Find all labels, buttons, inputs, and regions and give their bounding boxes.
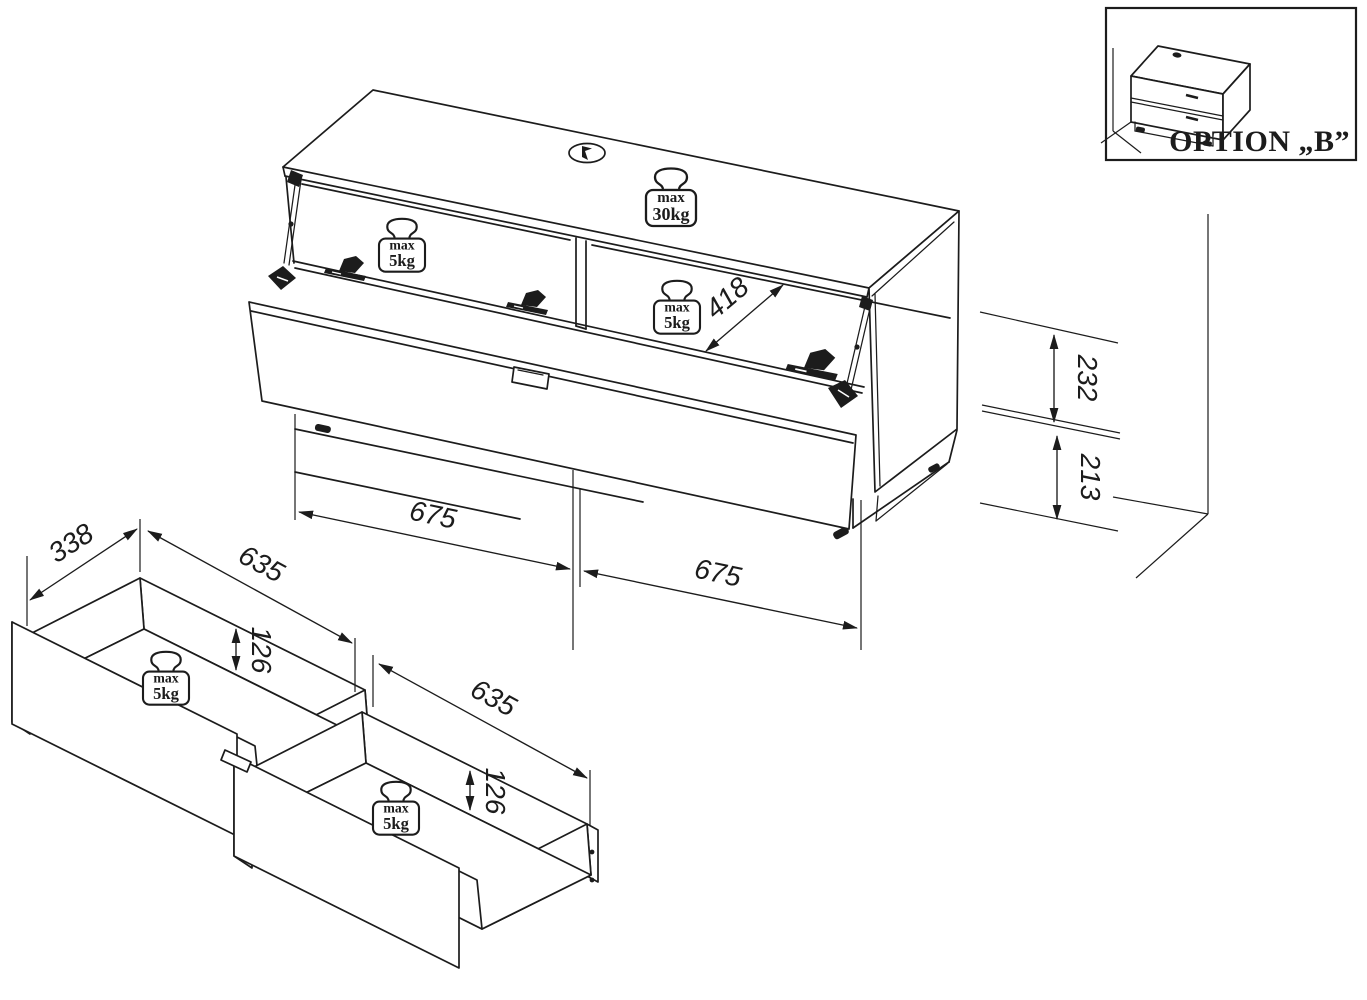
weight-max-label: max: [383, 801, 408, 816]
weight-max-label: max: [153, 671, 178, 686]
weight-value-label: 30kg: [652, 204, 689, 224]
dimension-label-213: 213: [1075, 453, 1106, 501]
weight-icon-cabinet-top: max 30kg: [644, 167, 698, 228]
dimension-label-232: 232: [1072, 354, 1103, 402]
weight-value-label: 5kg: [664, 313, 690, 332]
cabinet-foot-left: [314, 423, 331, 434]
mini-foot: [1202, 140, 1212, 147]
weight-value-label: 5kg: [389, 251, 415, 270]
cabinet-foot-right: [833, 526, 849, 540]
gas-strut-right: [828, 296, 873, 408]
cabinet-interior: [285, 176, 951, 394]
dimension-label-126-drawer1: 126: [246, 627, 277, 674]
weight-max-label: max: [389, 238, 414, 253]
weight-icon-left-compartment: max 5kg: [377, 217, 427, 273]
weight-value-label: 5kg: [383, 814, 409, 833]
option-b-label: OPTION „B”: [1169, 125, 1350, 158]
cabinet-right-panel: [868, 210, 960, 493]
dowel-hole: [589, 849, 595, 855]
flap-door-open: [248, 301, 857, 530]
tv-cabinet-drawing: [248, 89, 960, 540]
mini-handle-groove: [1185, 115, 1199, 122]
dimension-shelf-depth: 418: [699, 271, 784, 352]
wall-corner-reference: [1112, 214, 1209, 579]
option-b-corner-lines: [1100, 48, 1142, 154]
weight-max-label: max: [664, 300, 689, 315]
flap-hinge-center: [505, 289, 549, 316]
dimension-lower-height: 213: [979, 435, 1119, 532]
mini-foot: [1135, 126, 1145, 133]
weight-max-label: max: [657, 190, 685, 206]
weight-icon-right-compartment: max 5kg: [652, 279, 702, 335]
option-b-mini-cabinet: [1130, 45, 1251, 147]
option-b-inset: OPTION „B”: [1100, 6, 1358, 162]
flap-handle: [511, 366, 550, 390]
mini-cable-grommet: [1172, 52, 1182, 58]
drawer-connector-plate: [220, 749, 252, 773]
weight-icon-drawer-1: max 5kg: [141, 650, 191, 706]
dimension-label-338: 338: [43, 517, 99, 569]
dimension-drawer2-inner-height: 126: [465, 768, 511, 815]
cabinet-foot-back: [928, 463, 940, 473]
dowel-hole: [589, 877, 595, 883]
gas-strut-left: [268, 170, 303, 290]
dimension-upper-height: 232: [979, 311, 1121, 440]
weight-icon-drawer-2: max 5kg: [371, 780, 421, 836]
cable-grommet: [568, 142, 606, 164]
dimension-drawer1-inner-height: 126: [231, 627, 277, 674]
dimension-label-126-drawer2: 126: [480, 768, 511, 815]
mini-handle-groove: [1185, 93, 1199, 100]
weight-value-label: 5kg: [153, 684, 179, 703]
dimension-label-675-left: 675: [407, 495, 460, 535]
dimension-label-675-right: 675: [692, 553, 745, 593]
dimension-label-635-drawer2: 635: [466, 673, 522, 723]
dimension-label-635-drawer1: 635: [234, 539, 290, 589]
